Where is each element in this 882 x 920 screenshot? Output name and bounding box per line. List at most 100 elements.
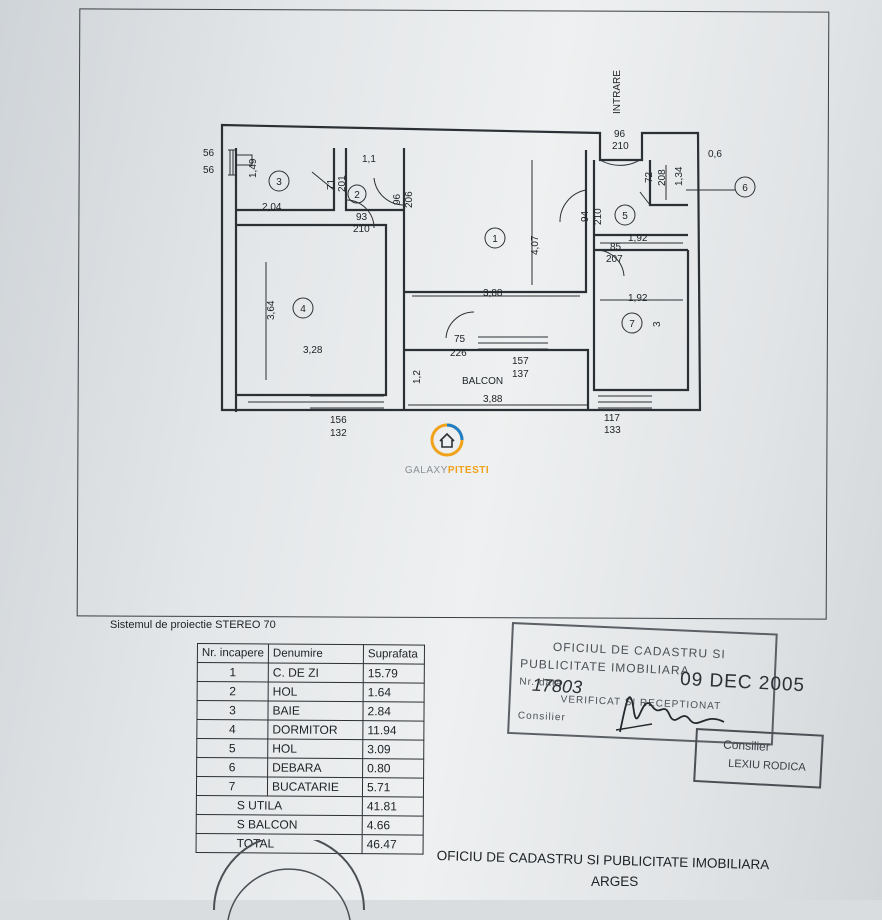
cell-name: DORMITOR (267, 719, 363, 740)
house-icon (430, 423, 464, 457)
name-stamp-title: Consilier (722, 737, 771, 754)
room-6-marker (734, 176, 756, 198)
header-area: Suprafata (363, 644, 425, 665)
round-seal (213, 840, 365, 920)
total-value: 4.66 (362, 815, 424, 836)
dim-label: 210 (593, 208, 604, 225)
name-stamp: Consilier LEXIU RODICA (693, 728, 824, 789)
room-3-number: 3 (276, 177, 282, 188)
dim-label: 1,34 (674, 166, 685, 186)
room-1-marker (484, 227, 506, 249)
cell-area: 11.94 (362, 720, 424, 741)
registration-number: 17803 (531, 674, 583, 698)
room-6-number: 6 (742, 183, 748, 194)
cell-area: 3.09 (362, 739, 424, 760)
cell-name: HOL (267, 738, 363, 759)
dim-label: 201 (337, 175, 348, 192)
dim-label: 210 (612, 141, 629, 152)
total-value: 41.81 (362, 796, 424, 817)
dim-label: 72 (644, 171, 655, 183)
cell-nr: 5 (196, 738, 268, 758)
cell-area: 2.84 (362, 701, 425, 722)
room-5-number: 5 (622, 211, 628, 222)
balcony-label: BALCON (462, 376, 503, 387)
cell-nr: 2 (197, 681, 269, 701)
cell-nr: 4 (196, 719, 268, 739)
dim-label: 1,92 (628, 293, 648, 304)
dim-label: 0,6 (708, 149, 722, 160)
cell-nr: 6 (196, 757, 268, 777)
dim-label: 207 (606, 254, 623, 265)
office-title: OFICIU DE CADASTRU SI PUBLICITATE IMOBIL… (436, 848, 770, 873)
dim-label: 56 (203, 165, 215, 176)
dim-label: 3,88 (483, 394, 503, 405)
dim-label: 1,2 (412, 370, 423, 384)
stamp-line: Consilier (517, 710, 567, 724)
dim-label: 3,64 (266, 300, 277, 320)
header-name: Denumire (268, 643, 364, 664)
cell-name: HOL (268, 681, 364, 702)
dim-label: 1,49 (248, 158, 259, 178)
cell-area: 5.71 (362, 777, 424, 798)
room-4-marker (292, 297, 314, 319)
dim-label: 226 (450, 348, 467, 359)
room-7-number: 7 (629, 319, 635, 330)
dim-label: 137 (512, 369, 529, 380)
room-2-number: 2 (354, 190, 360, 201)
dim-label: 1,1 (362, 154, 376, 165)
dim-label: 2,04 (262, 202, 282, 213)
room-4-number: 4 (300, 304, 306, 315)
room-labels: 1 2 3 4 5 6 7 (268, 170, 756, 334)
room-5-marker (614, 204, 636, 226)
cell-nr: 1 (197, 662, 269, 682)
dim-label: 210 (353, 224, 370, 235)
cell-nr: 3 (196, 700, 269, 720)
dim-label: 94 (580, 210, 591, 222)
cell-nr: 7 (196, 776, 268, 796)
dim-label: 3 (652, 321, 663, 327)
logo-word-a: GALAXY (404, 465, 448, 476)
dim-label: 75 (454, 334, 466, 345)
cell-name: C. DE ZI (268, 662, 364, 683)
total-label: S BALCON (196, 814, 363, 835)
room-7-marker (621, 312, 643, 334)
room-2-marker (347, 184, 367, 204)
dimension-labels: 56 56 1,49 2,04 1,1 71 201 93 210 96 206… (203, 129, 722, 439)
dim-label: 132 (330, 428, 347, 439)
total-label: S UTILA (196, 795, 363, 816)
dim-label: 1,92 (628, 233, 648, 244)
cell-name: BUCATARIE (267, 776, 363, 797)
cell-name: DEBARA (267, 757, 363, 778)
dim-label: 71 (326, 178, 337, 190)
cell-area: 15.79 (363, 663, 425, 684)
dim-label: 206 (404, 191, 415, 208)
entrance-label: INTRARE (612, 70, 623, 114)
dim-label: 156 (330, 415, 347, 426)
signature (615, 696, 725, 733)
dim-label: 208 (657, 169, 668, 186)
projection-system: Sistemul de proiectie STEREO 70 (110, 619, 276, 631)
dim-label: 93 (356, 212, 368, 223)
dim-label: 3,88 (483, 288, 503, 299)
cell-area: 0.80 (362, 758, 424, 779)
dim-label: 96 (392, 193, 403, 205)
cell-area: 1.64 (363, 682, 425, 703)
walls (220, 123, 702, 412)
dimension-lines (248, 160, 735, 406)
table-header-row: Nr. incapere Denumire Suprafata (197, 643, 425, 665)
header-room-number: Nr. incapere (197, 643, 269, 663)
cell-name: BAIE (267, 700, 364, 721)
floor-plan: 1 2 3 4 5 6 7 INTRARE BALCON 56 56 1,49 … (203, 70, 756, 439)
dim-label: 4,07 (530, 235, 541, 255)
dim-label: 117 (604, 413, 620, 424)
dim-label: 157 (512, 356, 529, 367)
